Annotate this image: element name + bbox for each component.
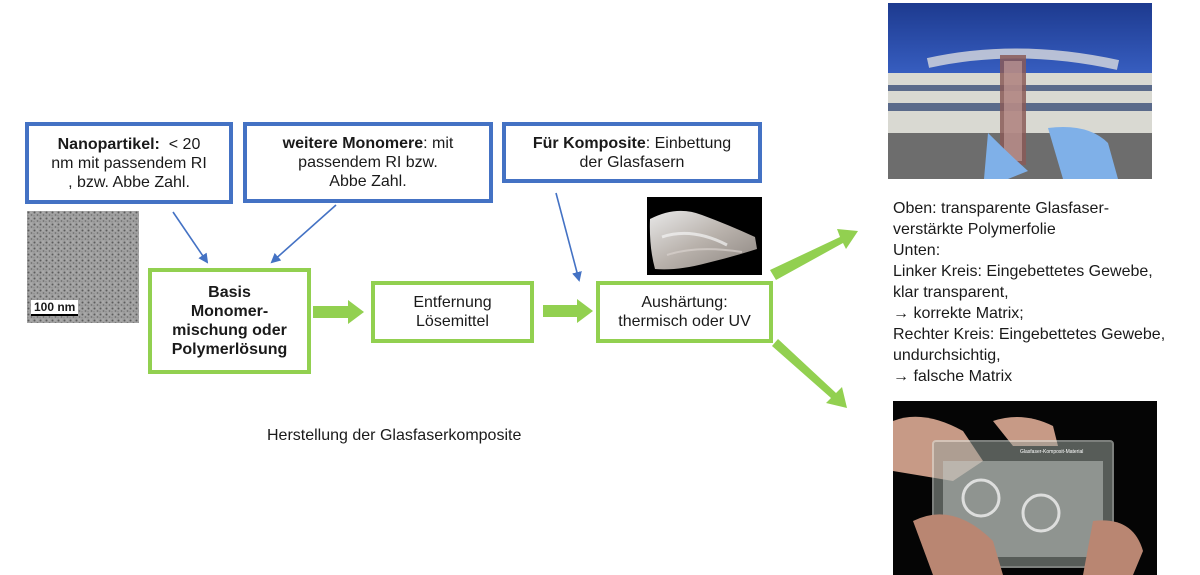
komposite-box: Für Komposite: Einbettung der Glasfasern	[502, 122, 762, 183]
entfernung-box: Entfernung Lösemittel	[371, 281, 534, 343]
side-text-line-1: Oben: transparente Glasfaser-	[893, 200, 1110, 217]
side-text-line-7: Rechter Kreis: Eingebettetes Gewebe,	[893, 326, 1166, 343]
arrow-basis-to-entfernung	[313, 300, 364, 324]
side-text-line-3: Unten:	[893, 242, 941, 259]
entfernung-line2: Lösemittel	[416, 313, 489, 330]
foil-thumbnail-image	[647, 197, 762, 275]
nanopartikel-line2: nm mit passendem RI	[51, 154, 207, 172]
aushaertung-box: Aushärtung: thermisch oder UV	[596, 281, 773, 343]
diagram-caption: Herstellung der Glasfaserkomposite	[267, 427, 522, 444]
basis-line2: Monomer-	[190, 303, 269, 320]
tem-nanoparticle-image	[27, 211, 139, 323]
side-text-line-5: klar transparent,	[893, 284, 1009, 301]
tem-scale-bar-label: 100 nm	[31, 300, 79, 316]
arrow-monomere-to-basis	[270, 204, 337, 264]
arrow-aushaertung-to-top-photo	[770, 229, 858, 280]
arrow-komposite-to-aushaertung	[555, 192, 582, 282]
entfernung-line1: Entfernung	[413, 294, 492, 311]
monomere-box: weitere Monomere: mit passendem RI bzw. …	[243, 122, 493, 203]
nanopartikel-text: < 20	[159, 135, 201, 153]
monomere-bold-label: weitere Monomere	[282, 135, 424, 152]
side-text-line-8: undurchsichtig,	[893, 347, 1001, 364]
side-text-line-6: → korrekte Matrix;	[893, 305, 1024, 322]
bottom-photo-glasfaser-komposit: Glasfaser-Komposit-Material	[893, 401, 1157, 575]
arrow-aushaertung-to-bottom-photo	[772, 339, 847, 408]
monomere-line3: Abbe Zahl.	[329, 173, 407, 190]
komposite-text: : Einbettung	[645, 134, 732, 152]
side-text-line-9: → falsche Matrix	[893, 368, 1013, 385]
monomere-line2: passendem RI bzw.	[298, 154, 438, 171]
aushaertung-line2: thermisch oder UV	[618, 313, 751, 330]
komposite-bold-label: Für Komposite	[532, 134, 646, 152]
komposite-line2: der Glasfasern	[579, 153, 685, 171]
arrow-entfernung-to-aushaertung	[543, 299, 593, 323]
basis-line4: Polymerlösung	[171, 341, 288, 358]
basis-line1: Basis	[208, 284, 251, 301]
monomere-text: : mit	[423, 135, 454, 152]
top-photo-glasfaser-folie	[888, 3, 1152, 179]
bottom-photo-label: Glasfaser-Komposit-Material	[1020, 449, 1084, 455]
side-description: Oben: transparente Glasfaser- verstärkte…	[893, 198, 1198, 387]
basis-line3: mischung oder	[172, 322, 287, 339]
aushaertung-line1: Aushärtung:	[641, 294, 728, 311]
basis-box: Basis Monomer- mischung oder Polymerlösu…	[148, 268, 311, 374]
nanopartikel-line3: , bzw. Abbe Zahl.	[68, 173, 190, 191]
side-text-line-2: verstärkte Polymerfolie	[893, 221, 1056, 238]
arrow-nanopartikel-to-basis	[172, 211, 209, 264]
nanopartikel-bold-label: Nanopartikel:	[57, 135, 160, 153]
side-text-line-4: Linker Kreis: Eingebettetes Gewebe,	[893, 263, 1153, 280]
nanopartikel-box: Nanopartikel: < 20 nm mit passendem RI ,…	[25, 122, 233, 204]
